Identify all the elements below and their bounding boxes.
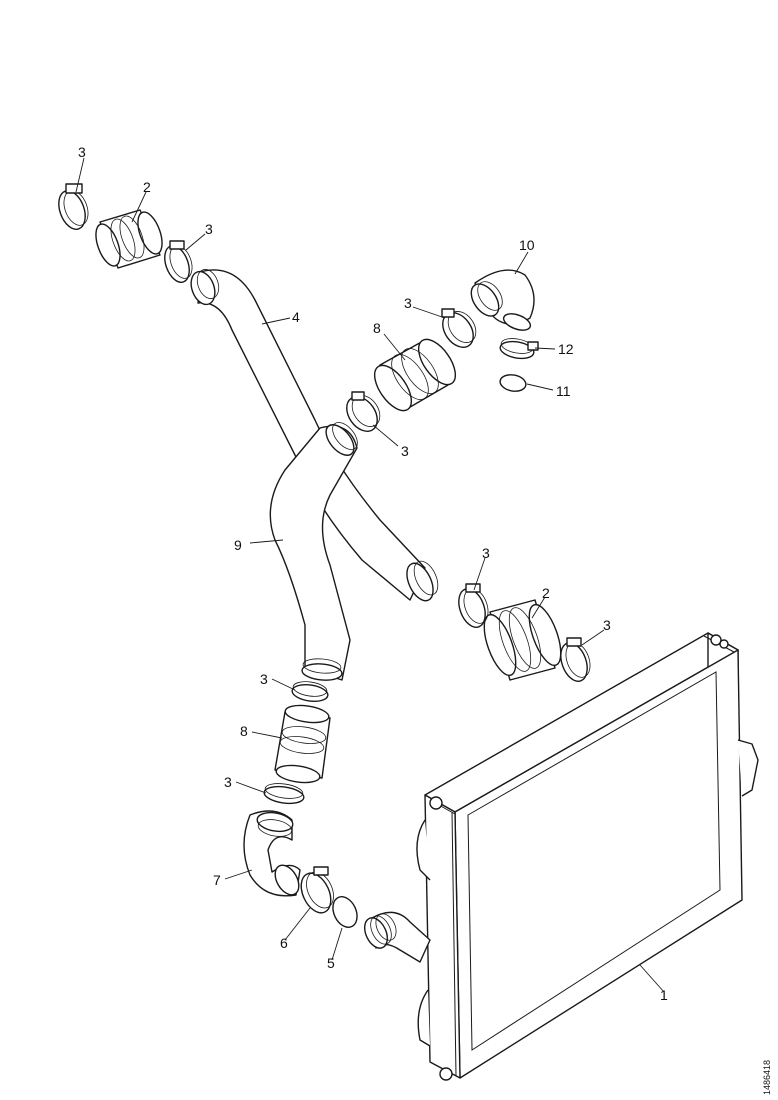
clamp-3-b [164,240,193,283]
intercooler-radiator [416,632,759,1081]
clamp-3-e [458,583,489,628]
callout-1: 1 [660,987,668,1003]
clamp-3-f [560,637,591,682]
callout-3-lower-left-b: 3 [224,774,232,790]
clamp-3-h [263,783,305,805]
pipe-9 [269,422,358,681]
hose-connector-8-lower [274,704,331,784]
elbow-10 [470,269,535,331]
clamp-3-c [441,308,477,348]
cooler-inlet-spigot [363,911,431,963]
seal-11 [499,374,527,392]
clamp-3-a [58,183,89,230]
callout-3-top-left: 3 [78,144,86,160]
callout-2-lower: 2 [542,585,550,601]
clamp-12 [499,338,539,360]
hose-connector-2-upper [95,209,163,269]
pipe-4 [190,269,439,602]
callout-3-lower-right-b: 3 [603,617,611,633]
callout-3-lower-right-a: 3 [482,545,490,561]
callout-2-upper: 2 [143,179,151,195]
callout-12: 12 [558,341,574,357]
callout-5: 5 [327,955,335,971]
elbow-7 [243,810,301,897]
leader-lines [75,157,665,993]
callout-7: 7 [213,872,221,888]
callout-9: 9 [234,537,242,553]
callout-3-lower-left-a: 3 [260,671,268,687]
hose-connector-2-lower [483,599,562,681]
callout-8-upper: 8 [373,320,381,336]
clamp-6 [300,866,334,914]
callout-10: 10 [519,237,535,253]
callout-3-mid: 3 [401,443,409,459]
hose-connector-8-upper [373,338,457,412]
callout-labels: 3 2 3 4 3 10 8 12 11 3 9 3 2 3 3 8 3 7 6… [78,144,668,1003]
callout-3-near-elbow: 3 [404,295,412,311]
callout-11: 11 [556,383,571,399]
clamp-3-g [291,681,329,703]
document-number: 1486418 [762,1060,772,1095]
callout-8-lower: 8 [240,723,248,739]
callout-6: 6 [280,935,288,951]
clamp-3-d [346,391,381,432]
callout-4: 4 [292,309,300,325]
seal-5 [332,896,358,928]
callout-3-upper-right: 3 [205,221,213,237]
